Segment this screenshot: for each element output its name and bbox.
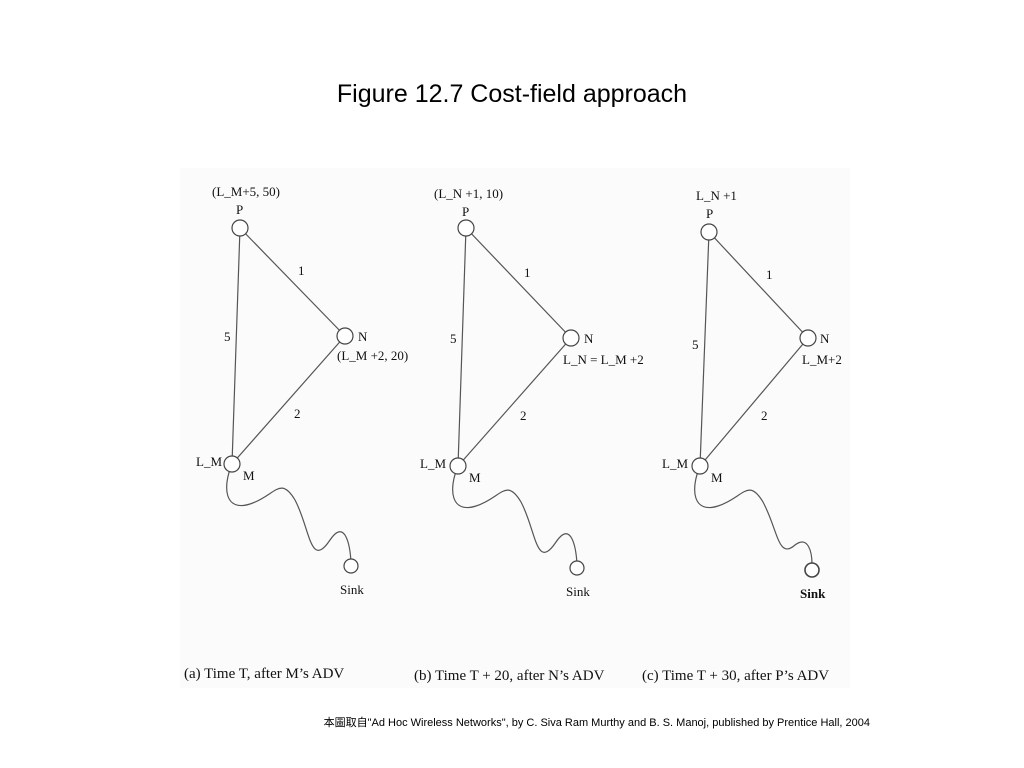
- n-label: N: [820, 331, 830, 346]
- edge-n-m: [699, 337, 809, 467]
- p-label: P: [462, 204, 469, 219]
- sink-label: Sink: [800, 586, 826, 601]
- edge-pn-label: 1: [298, 263, 305, 278]
- panel-a-caption: (a) Time T, after M’s ADV: [184, 666, 344, 682]
- node-m: [449, 457, 467, 475]
- node-m: [691, 457, 709, 475]
- p-annotation: L_N +1: [696, 188, 737, 203]
- p-label: P: [236, 202, 243, 217]
- edge-p-n: [239, 227, 346, 337]
- node-sink: [343, 558, 359, 574]
- node-n: [336, 327, 354, 345]
- slide-title: Figure 12.7 Cost-field approach: [336, 80, 688, 108]
- edge-nm-label: 2: [520, 408, 527, 423]
- node-sink: [804, 562, 820, 578]
- edge-p-m: [699, 231, 710, 467]
- edge-nm-label: 2: [294, 406, 301, 421]
- m-label: M: [711, 470, 723, 485]
- m-annotation: L_M: [662, 456, 688, 471]
- m-label: M: [469, 470, 481, 485]
- node-n: [799, 329, 817, 347]
- edge-n-m: [457, 337, 572, 467]
- panel-a: (L_M+5, 50) P 1 5 N (L_M +2, 20) 2 L_M M…: [184, 184, 408, 682]
- edge-p-m: [457, 227, 467, 467]
- n-annotation: L_N = L_M +2: [563, 352, 644, 367]
- path-m-sink: [226, 463, 352, 563]
- edge-p-n: [708, 231, 809, 339]
- edge-p-m: [231, 227, 241, 465]
- n-annotation: (L_M +2, 20): [337, 348, 408, 363]
- edge-pn-label: 1: [524, 265, 531, 280]
- p-annotation: (L_M+5, 50): [212, 184, 280, 199]
- m-label: M: [243, 468, 255, 483]
- edge-n-m: [231, 335, 346, 465]
- p-label: P: [706, 206, 713, 221]
- sink-label: Sink: [340, 582, 364, 597]
- edge-pm-label: 5: [224, 329, 231, 344]
- n-label: N: [584, 331, 594, 346]
- source-credit: 本圖取自"Ad Hoc Wireless Networks", by C. Si…: [323, 717, 870, 729]
- node-n: [562, 329, 580, 347]
- path-m-sink: [694, 465, 813, 565]
- m-annotation: L_M: [420, 456, 446, 471]
- panel-c: L_N +1 P 1 5 N L_M+2 2 L_M M Sink (c) Ti…: [642, 188, 842, 684]
- panel-c-caption: (c) Time T + 30, after P’s ADV: [642, 668, 829, 684]
- node-p: [231, 219, 249, 237]
- edge-pm-label: 5: [692, 337, 699, 352]
- edge-p-n: [465, 227, 572, 339]
- panel-b: (L_N +1, 10) P 1 5 N L_N = L_M +2 2 L_M …: [414, 186, 644, 684]
- path-m-sink: [452, 465, 578, 565]
- node-p: [457, 219, 475, 237]
- node-p: [700, 223, 718, 241]
- edge-pn-label: 1: [766, 267, 773, 282]
- n-label: N: [358, 329, 368, 344]
- n-annotation: L_M+2: [802, 352, 842, 367]
- m-annotation: L_M: [196, 454, 222, 469]
- sink-label: Sink: [566, 584, 590, 599]
- node-sink: [569, 560, 585, 576]
- edge-pm-label: 5: [450, 331, 457, 346]
- panel-b-caption: (b) Time T + 20, after N’s ADV: [414, 668, 605, 684]
- figure-background: [180, 168, 850, 688]
- edge-nm-label: 2: [761, 408, 768, 423]
- node-m: [223, 455, 241, 473]
- p-annotation: (L_N +1, 10): [434, 186, 503, 201]
